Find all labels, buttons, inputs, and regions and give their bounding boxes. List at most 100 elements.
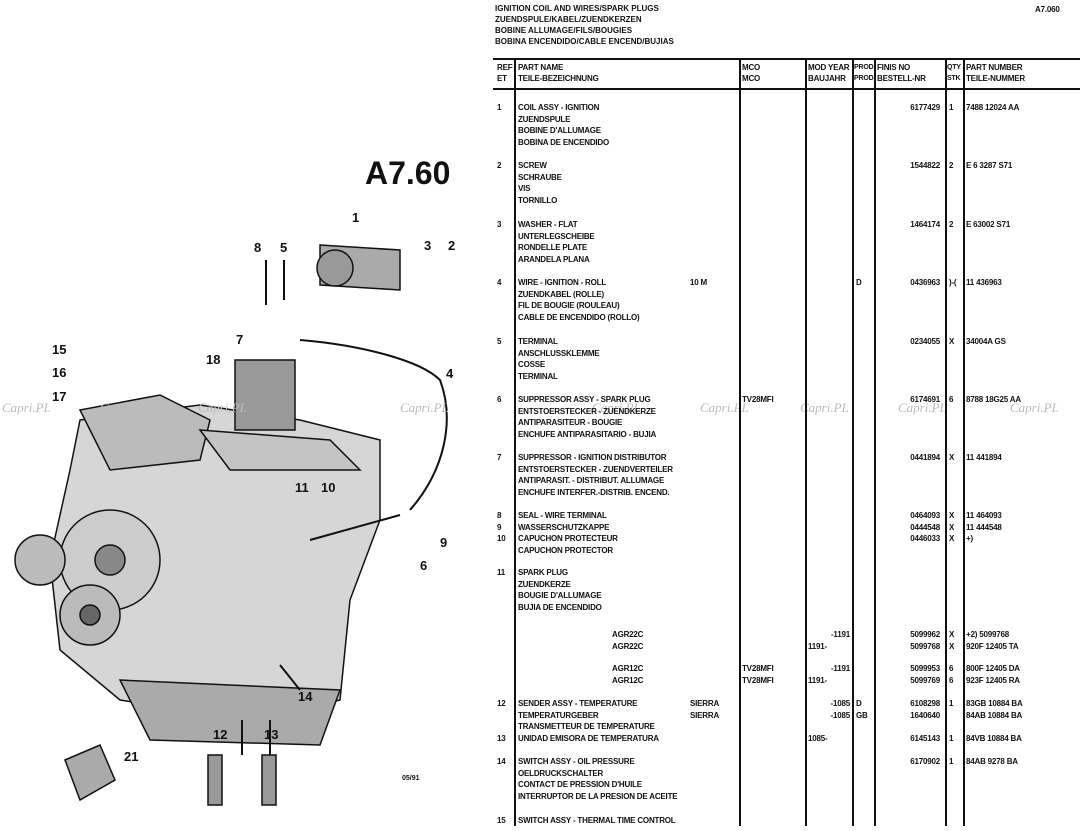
cell-fins: 0444548 (910, 522, 940, 532)
cell-name: INTERRUPTOR DE LA PRESION DE ACEITE (518, 791, 678, 801)
callout-18: 18 (206, 352, 221, 367)
cell-fins: 6177429 (910, 103, 940, 112)
section-title-es: BOBINA ENCENDIDO/CABLE ENCEND/BUJIAS (495, 37, 674, 46)
cell-fins: 0441894 (910, 453, 940, 462)
cell-pn: E 63002 S71 (966, 220, 1011, 229)
cell-mco2: TV28MFI (742, 675, 774, 685)
cell-pn: 11 441894 (966, 453, 1002, 462)
cell-name: COIL ASSY - IGNITION (518, 103, 600, 112)
cell-fins: 0436963 (910, 278, 940, 287)
cell-pn: 84VB 10884 BA (966, 734, 1022, 743)
cell-qty: X (949, 534, 955, 543)
cell-name: ANTIPARASITEUR - BOUGIE (518, 418, 623, 427)
cell-ref: 5 (497, 337, 502, 346)
watermark: Capri.PL (198, 400, 247, 415)
cell-name: UNIDAD EMISORA DE TEMPERATURA (518, 734, 659, 743)
callout-1: 1 (352, 210, 360, 225)
cell-pn: E 6 3287 S71 (966, 161, 1013, 170)
section-title-fr: BOBINE ALLUMAGE/FILS/BOUGIES (495, 26, 633, 35)
cell-ref: 12 (497, 699, 506, 708)
cell-mco2: TV28MFI (742, 664, 774, 673)
callout-10: 10 (321, 480, 336, 495)
section-title-de: ZUENDSPULE/KABEL/ZUENDKERZEN (495, 15, 642, 24)
callout-16: 16 (52, 365, 67, 380)
col-qty-header: QTY (947, 64, 961, 71)
cell-mco2: TV28MFI (742, 395, 774, 404)
cell-name: ENTSTOERSTECKER - ZUENDVERTEILER (518, 464, 673, 474)
cell-qty: 6 (949, 664, 954, 673)
cell-pn: 84AB 10884 BA (966, 710, 1023, 720)
cell-pn: 8788 18G25 AA (966, 395, 1021, 404)
cell-name: WIRE - IGNITION - ROLL (518, 278, 607, 287)
cell-fins: 5099768 (910, 641, 940, 651)
col-year-header: MOD YEAR (808, 63, 850, 72)
cell-name: WASHER - FLAT (518, 220, 578, 229)
cell-name: ANSCHLUSSKLEMME (518, 348, 600, 358)
callout-5: 5 (280, 240, 288, 255)
cell-ref: 7 (497, 453, 502, 462)
cell-pn: +2) 5099768 (966, 630, 1009, 639)
cell-name: OELDRUCKSCHALTER (518, 768, 604, 778)
callout-8: 8 (254, 240, 262, 255)
col-fins-header: FINIS NO (877, 63, 911, 72)
cell-name: SWITCH ASSY - THERMAL TIME CONTROL (518, 816, 676, 825)
cell-year-to: -1191 (830, 630, 850, 639)
cell-name: SCHRAUBE (518, 172, 562, 182)
cell-pn: 11 436963 (966, 278, 1002, 287)
cell-name: CONTACT DE PRESSION D'HUILE (518, 780, 642, 789)
cell-ref: 1 (497, 103, 502, 112)
cell-fins: 5099962 (910, 630, 940, 639)
cell-name: TERMINAL (518, 371, 558, 381)
cell-variant: AGR12C (612, 675, 644, 685)
cell-name: COSSE (518, 360, 546, 369)
cell-name: TEMPERATURGEBER (518, 710, 599, 720)
col-pn-header: PART NUMBER (966, 63, 1023, 72)
cell-fins: 6170902 (910, 757, 940, 766)
cell-name: SPARK PLUG (518, 568, 568, 577)
cell-name: BUJIA DE ENCENDIDO (518, 602, 602, 612)
col-ref-header-de: ET (497, 74, 507, 83)
watermark: Capri.PL (1010, 400, 1059, 415)
table-header-rule (493, 88, 1080, 90)
column-divider (739, 60, 741, 826)
cell-qty: X (949, 522, 955, 532)
cell-ref: 10 (497, 534, 506, 543)
cell-pn: +) (966, 534, 973, 543)
cell-pn: 923F 12405 RA (966, 675, 1020, 685)
cell-name: SUPPRESSOR - IGNITION DISTRIBUTOR (518, 453, 667, 462)
cell-fins: 0234055 (910, 337, 940, 346)
col-pn-header-de: TEILE-NUMMER (966, 74, 1025, 83)
cell-name: ENCHUFE INTERFER.-DISTRIB. ENCEND. (518, 487, 670, 497)
cell-name: BOBINE D'ALLUMAGE (518, 126, 601, 135)
callout-12: 12 (213, 727, 228, 742)
callout-9: 9 (440, 535, 448, 550)
diagram-ref-code: A7.60 (365, 155, 451, 191)
callout-3: 3 (424, 238, 432, 253)
cell-qty: 1 (949, 699, 954, 708)
cell-qty: 1 (949, 757, 954, 766)
cell-qty: X (949, 630, 955, 639)
cell-name: SWITCH ASSY - OIL PRESSURE (518, 757, 635, 766)
cell-qty: X (949, 511, 955, 520)
cell-qty: X (949, 337, 955, 346)
cell-name: SENDER ASSY - TEMPERATURE (518, 699, 638, 708)
col-prod-header: PROD (854, 64, 874, 71)
cell-year-from: 1191- (808, 641, 828, 651)
cell-fins: 1464174 (910, 220, 940, 229)
cell-prod: GB (856, 710, 868, 720)
col-ref-header: REF (497, 63, 513, 72)
page-code: A7.060 (1035, 5, 1060, 14)
callout-21: 21 (124, 749, 139, 764)
cell-name: SEAL - WIRE TERMINAL (518, 511, 607, 520)
cell-ref: 14 (497, 757, 506, 766)
cell-name: UNTERLEGSCHEIBE (518, 231, 595, 241)
section-title-en: IGNITION COIL AND WIRES/SPARK PLUGS (495, 4, 659, 13)
cell-mco: SIERRA (690, 710, 720, 720)
engine-illustration (14, 244, 448, 806)
cell-name: SCREW (518, 161, 547, 170)
cell-ref: 15 (497, 816, 506, 825)
cell-pn: 7488 12024 AA (966, 103, 1020, 112)
cell-fins: 5099953 (910, 664, 940, 673)
cell-pn: 34004A GS (966, 337, 1006, 346)
table-top-rule (493, 58, 1080, 60)
